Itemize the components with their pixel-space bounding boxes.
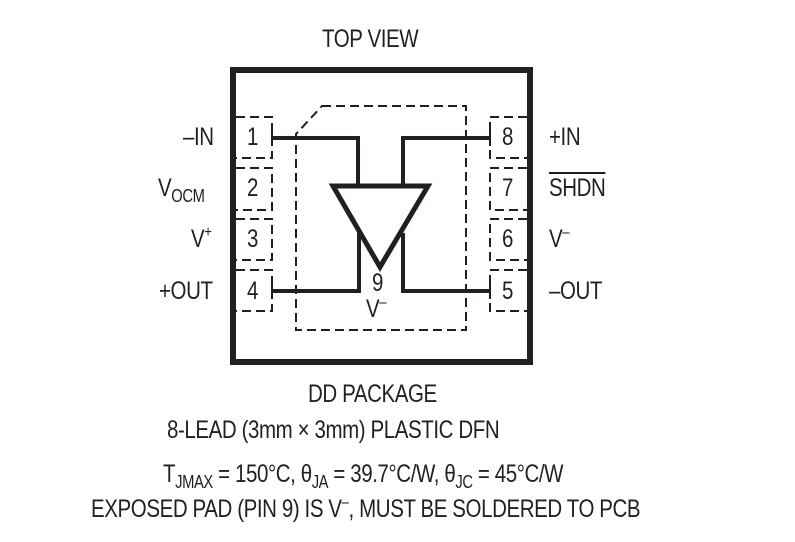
internal-wiring [271,130,491,299]
pin-label-plus-in: +IN [549,123,581,151]
pin-number-8: 8 [502,123,513,151]
pin-number-4: 4 [247,277,258,305]
pin-number-2: 2 [247,174,258,202]
exposed-pad-label: V– [366,294,387,323]
pin-label-vocm: VOCM [158,174,205,206]
exposed-pad-outline [295,105,467,331]
package-body [230,67,533,365]
package-name: DD PACKAGE [308,380,437,408]
pin-label-shdn: SHDN [549,174,606,202]
pin-number-7: 7 [502,174,513,202]
package-description: 8-LEAD (3mm × 3mm) PLASTIC DFN [167,416,500,444]
diagram-title: TOP VIEW [322,25,419,53]
thermal-specs: TJMAX = 150°C, θJA = 39.7°C/W, θJC = 45°… [163,460,564,492]
pin-label-vminus: V– [549,224,570,253]
pin-number-6: 6 [502,225,513,253]
pin-label-vplus: V+ [191,224,212,253]
pin-label-minus-out: –OUT [549,277,603,305]
pin-label-minus-in: –IN [183,123,214,151]
pin-number-1: 1 [247,123,258,151]
amplifier-triangle-icon [328,183,433,272]
pin-number-5: 5 [502,277,513,305]
exposed-pad-number: 9 [372,269,383,297]
exposed-pad-note: EXPOSED PAD (PIN 9) IS V–, MUST BE SOLDE… [91,494,641,523]
pin-label-plus-out: +OUT [159,277,213,305]
pin-number-3: 3 [247,225,258,253]
